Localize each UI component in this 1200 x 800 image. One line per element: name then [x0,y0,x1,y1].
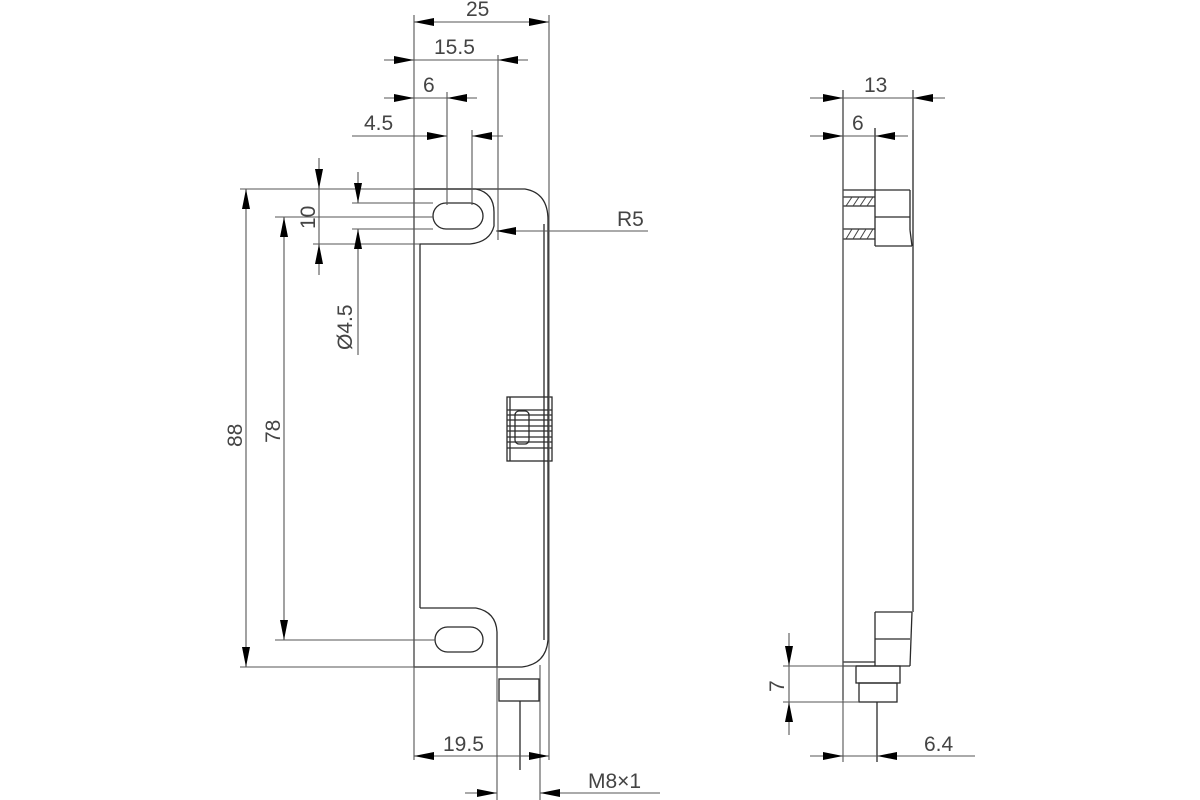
side-body-outline [842,90,914,762]
dim-side-connector-offset: 6.4 [924,733,954,756]
dim-hole-diameter: Ø4.5 [334,304,357,350]
side-dimension-lines [785,94,975,760]
side-connector [855,665,901,762]
dim-mount-height: 10 [297,206,320,229]
front-body-outline [413,188,553,770]
front-extension-lines [240,15,550,800]
dim-hole-center-offset: 6 [423,74,435,97]
top-mounting-slot [432,202,484,230]
dim-connector-height: 7 [766,680,789,692]
dim-hole-spacing: 78 [262,420,285,443]
dim-overall-width: 25 [466,0,489,21]
dim-slot-length: 4.5 [364,112,393,135]
bottom-mounting-slot [434,626,484,653]
section-hatching [845,196,874,240]
dim-overall-depth: 13 [864,74,887,97]
front-dimension-lines [242,17,660,797]
dim-thread: M8×1 [588,770,641,793]
dim-flange-depth: 6 [852,112,864,135]
side-dimension-labels: 13 6 7 6.4 [766,74,954,756]
front-dimension-labels: 25 15.5 6 4.5 10 Ø4.5 R5 88 78 19.5 M8×1 [224,0,644,793]
dim-corner-radius: R5 [617,208,644,231]
side-extension-lines [783,90,914,762]
dim-connector-offset: 19.5 [443,733,484,756]
front-view: 25 15.5 6 4.5 10 Ø4.5 R5 88 78 19.5 M8×1 [224,0,660,800]
side-actuator [506,396,553,462]
dim-overall-height: 88 [224,424,247,447]
side-view: 13 6 7 6.4 [766,74,975,762]
dim-hole-right-edge: 15.5 [434,36,475,59]
